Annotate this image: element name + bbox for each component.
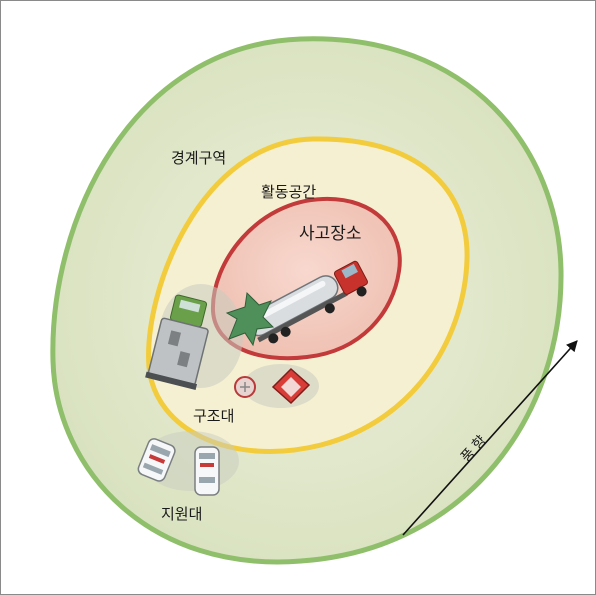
wind-direction-arrow xyxy=(402,340,578,536)
spill-icon xyxy=(225,291,275,347)
support-car-2-icon xyxy=(194,446,220,496)
support-unit-label: 지원대 xyxy=(161,505,202,523)
activity-zone-label: 활동공간 xyxy=(261,183,316,201)
incident-site-label: 사고장소 xyxy=(299,224,362,244)
rescue-unit-label: 구조대 xyxy=(193,407,234,425)
warning-zone-label: 경계구역 xyxy=(171,149,226,167)
hazard-marker-icon xyxy=(271,367,311,405)
support-car-1-icon xyxy=(137,438,176,482)
fire-truck-icon xyxy=(145,294,209,390)
tanker-truck-icon xyxy=(245,260,368,344)
equipment-icon xyxy=(234,376,256,398)
